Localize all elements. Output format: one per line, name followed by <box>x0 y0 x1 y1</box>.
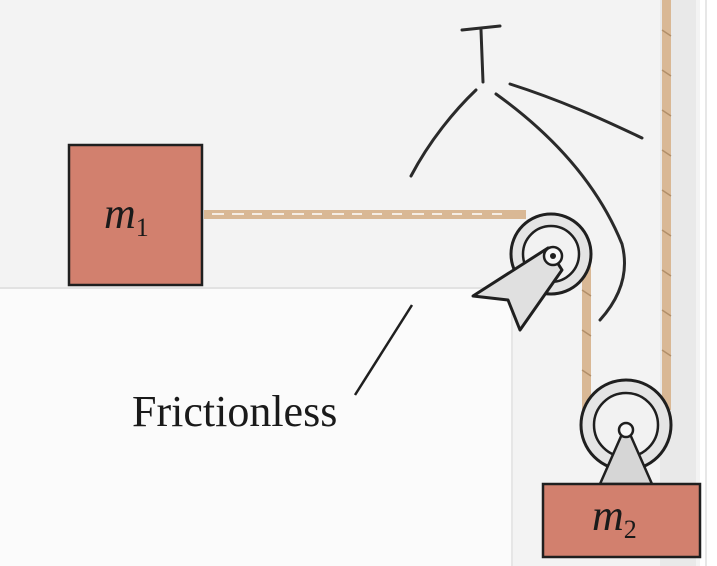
mass-m1-label: m1 <box>104 189 149 242</box>
rope-vertical-texture <box>581 29 672 377</box>
frictionless-pointer <box>353 304 414 396</box>
rope-horizontal <box>204 210 526 219</box>
top-pulley <box>471 212 593 332</box>
block-m1 <box>67 143 204 287</box>
lower-pulley <box>579 378 673 486</box>
tension-stroke-arc <box>494 92 627 322</box>
t-stem-stroke <box>479 28 485 84</box>
frictionless-label: Frictionless <box>132 387 338 436</box>
mass-m2-label: m2 <box>592 491 637 544</box>
rope-down-left <box>582 266 591 416</box>
pulley-bracket <box>471 246 564 332</box>
t-bar-stroke <box>460 24 502 32</box>
block-m2 <box>541 482 702 559</box>
tension-stroke-left <box>409 88 478 178</box>
rope-fixed-right <box>662 0 671 410</box>
right-margin <box>700 0 717 566</box>
tension-stroke-right <box>508 82 644 140</box>
frictionless-table <box>0 288 512 566</box>
handwritten-tension-arrows <box>409 24 644 322</box>
